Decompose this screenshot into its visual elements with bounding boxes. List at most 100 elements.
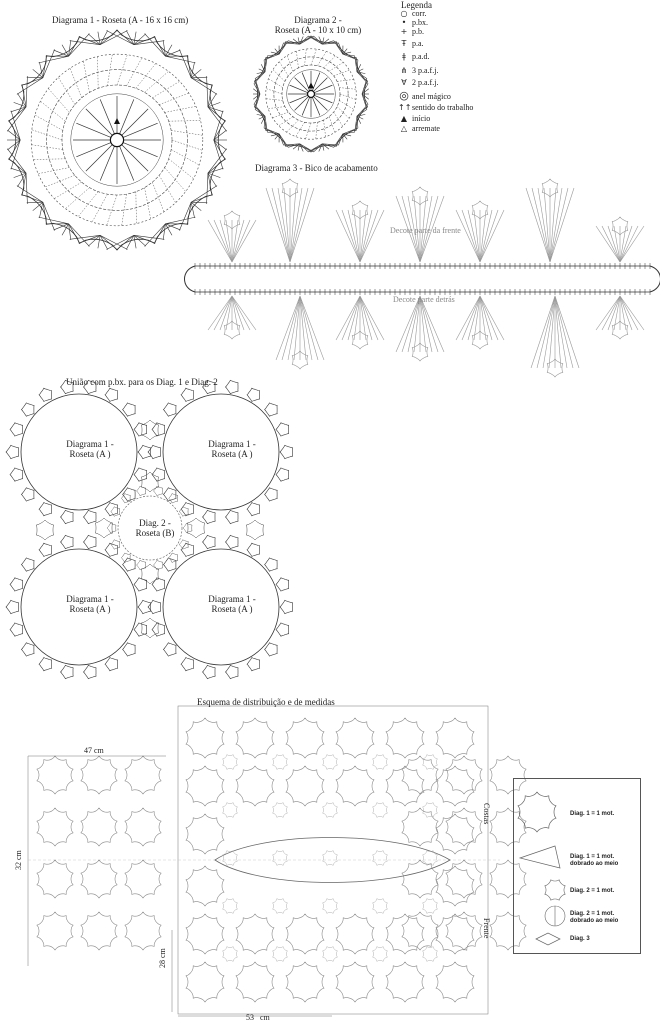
- scheme-neckline: [214, 837, 451, 883]
- roseta-b-label: Diag. 2 -Roseta (B): [135, 518, 175, 538]
- edging-fan-top: [359, 209, 367, 263]
- edging-fan-bottom: [359, 295, 385, 341]
- double-crochet-spoke: [301, 97, 310, 116]
- edging-fan-bottom: [479, 295, 487, 341]
- chain-arc: [171, 139, 203, 151]
- key-diag2-half: Diag. 2 = 1 mot.dobrado ao meio: [570, 911, 619, 924]
- double-crochet-icon: Ŧ: [401, 39, 407, 48]
- scheme-motif: [335, 913, 375, 955]
- fan-stitch: [17, 172, 27, 187]
- edging-fan-bottom: [473, 295, 481, 341]
- scheme-sleeve-motif: [80, 755, 118, 795]
- union-fan: [202, 664, 216, 680]
- edging-fan-bottom: [419, 295, 439, 353]
- chain-arc: [106, 194, 118, 226]
- scheme-motif: [335, 961, 375, 1003]
- edging-fan-top: [353, 209, 361, 263]
- fan-stitch: [308, 35, 323, 45]
- scheme-sleeve-motif: [80, 859, 118, 899]
- edging-fan-bottom: [601, 295, 621, 331]
- chain-arc: [116, 54, 128, 86]
- fan-stitch: [264, 55, 268, 72]
- chain-arc: [83, 61, 90, 93]
- fan-stitch: [356, 68, 364, 73]
- scheme-filler-motif: [372, 754, 388, 770]
- chain-arc: [48, 88, 70, 113]
- union-fan: [275, 422, 290, 437]
- frente-label: Frente: [482, 918, 491, 939]
- fan-stitch: [256, 114, 266, 117]
- work-direction-icon: ↑↑: [398, 103, 412, 112]
- scheme-filler-motif: [272, 802, 288, 818]
- edging-fan-top: [479, 209, 499, 263]
- edging-fan-bottom: [299, 295, 319, 361]
- union-joining-motif: [94, 517, 114, 539]
- edging-shell-bottom: [546, 358, 564, 378]
- scheme-sleeve-motif: [401, 859, 439, 899]
- chain-arc: [272, 111, 289, 119]
- scheme-motif: [435, 717, 475, 759]
- edging-fan-top: [549, 187, 563, 263]
- fan-stitch: [299, 36, 304, 45]
- edging-fan-bottom: [359, 295, 367, 341]
- chain-arc: [135, 191, 137, 224]
- fan-stitch: [7, 148, 27, 174]
- start-marker: [114, 118, 120, 124]
- edging-shell-bottom: [611, 320, 629, 340]
- edging-fan-top: [549, 187, 575, 263]
- edging-fan-bottom: [542, 295, 556, 369]
- fan-stitch: [274, 48, 280, 55]
- scheme-sleeve-motif: [401, 807, 439, 847]
- edging-fan-bottom: [287, 295, 301, 361]
- legend-item-anel: ◎ anel mágico: [399, 89, 451, 102]
- union-fan-small: [120, 552, 131, 563]
- scheme-filler-motif: [222, 850, 238, 866]
- fan-stitch: [318, 143, 323, 152]
- union-fan-small: [168, 552, 179, 563]
- fan-stitch: [207, 102, 221, 108]
- union-fan-small: [136, 559, 146, 571]
- fan-stitch: [7, 139, 21, 151]
- edging-fan-top: [231, 219, 245, 263]
- union-fan-small: [168, 493, 179, 504]
- edging-fan-bottom: [275, 295, 301, 361]
- edging-fan-top: [341, 209, 361, 263]
- fan-stitch: [356, 64, 362, 72]
- edging-fan-bottom: [281, 295, 301, 361]
- diagram2-title-line2: Roseta (A - 10 x 10 cm): [274, 25, 362, 35]
- magic-ring: [306, 89, 316, 99]
- union-joining-motif: [140, 419, 160, 441]
- union-roseta-a: [162, 393, 280, 511]
- chain-arc: [40, 101, 66, 122]
- fan-stitch: [133, 235, 137, 249]
- edging-end-right: [649, 265, 660, 293]
- union-joining-motif: [245, 519, 265, 541]
- union-fan: [38, 502, 53, 517]
- fan-stitch: [162, 40, 166, 57]
- fan-stitch: [356, 114, 366, 117]
- fan-stitch: [354, 116, 358, 133]
- treble-crochet-icon: ǂ: [402, 52, 406, 61]
- fan-stitch: [126, 30, 135, 45]
- edging-shell-bottom: [223, 320, 241, 340]
- edging-fan-bottom: [479, 295, 505, 341]
- edging-fan-bottom: [293, 295, 301, 361]
- roseta-a-label-2: Diagrama 1 -Roseta (A ): [208, 439, 256, 459]
- fan-stitch: [207, 148, 227, 174]
- two-dc-cluster-icon: ∀: [401, 78, 407, 87]
- edging-shell-bottom: [411, 342, 429, 362]
- scheme-sleeve-motif: [445, 911, 483, 951]
- fan-stitch: [190, 202, 195, 219]
- edging-fan-top: [619, 225, 645, 263]
- fan-stitch: [206, 173, 209, 204]
- edging-fan-bottom: [419, 295, 433, 353]
- scheme-filler-motif: [422, 946, 438, 962]
- union-fan: [5, 444, 20, 460]
- fan-stitch: [207, 172, 221, 178]
- fan-stitch: [299, 143, 314, 153]
- key-diag3: Diag. 3: [570, 936, 590, 942]
- fan-stitch: [144, 33, 166, 57]
- fan-stitch: [361, 88, 369, 95]
- fan-stitch: [213, 110, 224, 141]
- edging-fan-top: [231, 219, 251, 263]
